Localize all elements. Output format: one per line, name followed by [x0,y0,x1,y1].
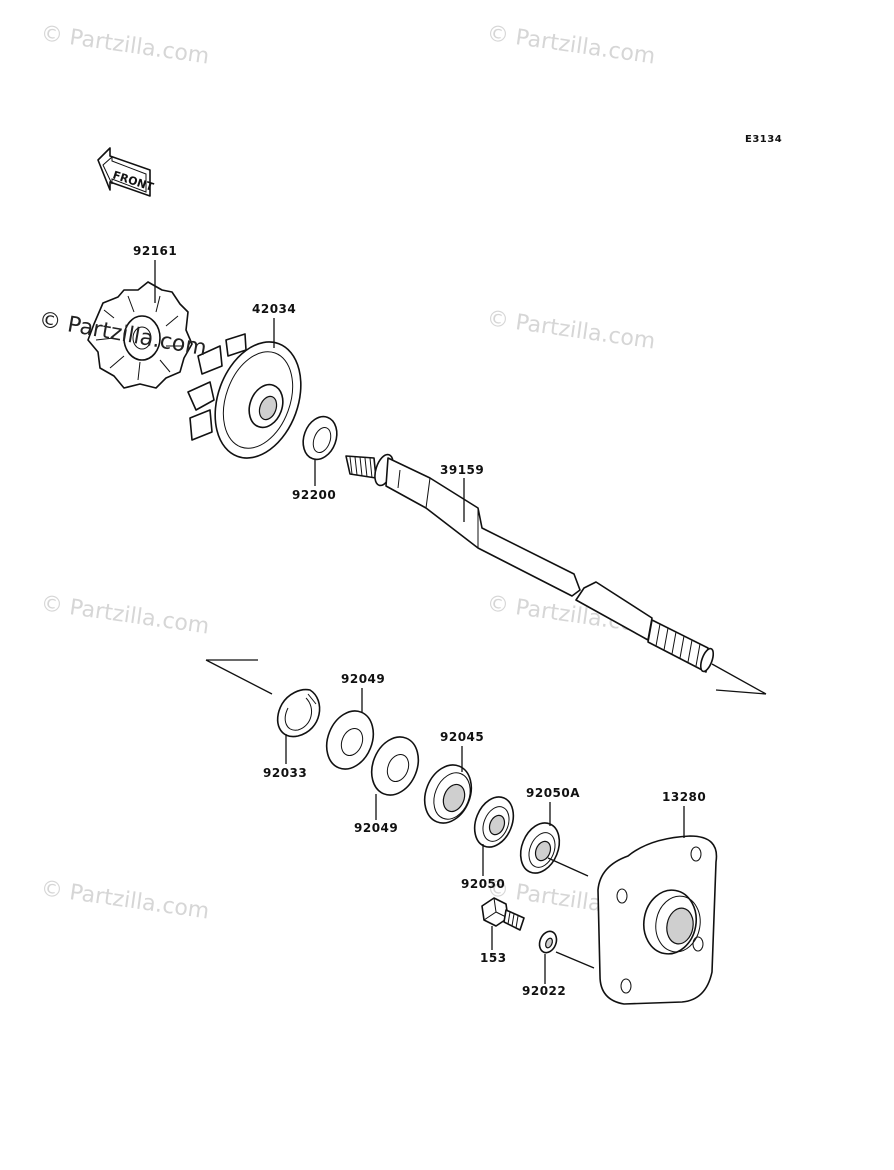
bearing-92045[interactable] [416,758,479,830]
part-number-92033[interactable]: 92033 [263,766,307,780]
drive-shaft-39159[interactable] [345,452,716,673]
part-number-39159[interactable]: 39159 [440,463,484,477]
part-number-42034[interactable]: 42034 [252,302,296,316]
part-number-13280[interactable]: 13280 [662,790,706,804]
part-number-92022[interactable]: 92022 [522,984,566,998]
part-labels: 92161 42034 92200 39159 92049 92033 9204… [133,244,706,998]
part-number-92050[interactable]: 92050 [461,877,505,891]
part-number-92049-lower[interactable]: 92049 [354,821,398,835]
coupling-42034[interactable] [187,330,316,470]
watermark: © Partzilla.com [485,21,657,69]
oil-seal-92050A[interactable] [514,817,567,879]
part-number-92200[interactable]: 92200 [292,488,336,502]
bolt-153[interactable] [481,897,525,931]
circlip-92033[interactable] [276,688,321,738]
spacer-92049-upper[interactable] [318,704,381,776]
part-number-92050A[interactable]: 92050A [526,786,580,800]
diagram-code: E3134 [745,134,782,145]
part-number-92045[interactable]: 92045 [440,730,484,744]
washer-92200[interactable] [297,412,342,464]
axis-line-right [711,663,767,695]
watermark: © Partzilla.com [39,21,211,69]
front-arrow-icon: FRONT [97,147,156,197]
washer-92022[interactable] [536,929,559,955]
watermark: © Partzilla.com [39,591,211,639]
part-number-92161[interactable]: 92161 [133,244,177,258]
oil-seal-92050[interactable] [468,791,521,853]
damper-92161[interactable] [87,281,193,389]
part-number-92049-upper[interactable]: 92049 [341,672,385,686]
watermark: © Partzilla.com [39,876,211,924]
part-number-153[interactable]: 153 [480,951,507,965]
spacer-92049-lower[interactable] [363,730,426,802]
leader-lines [154,260,685,984]
axis-line-left [205,659,273,695]
watermark: © Partzilla.com [485,306,657,354]
housing-plate-13280[interactable] [597,835,718,1005]
